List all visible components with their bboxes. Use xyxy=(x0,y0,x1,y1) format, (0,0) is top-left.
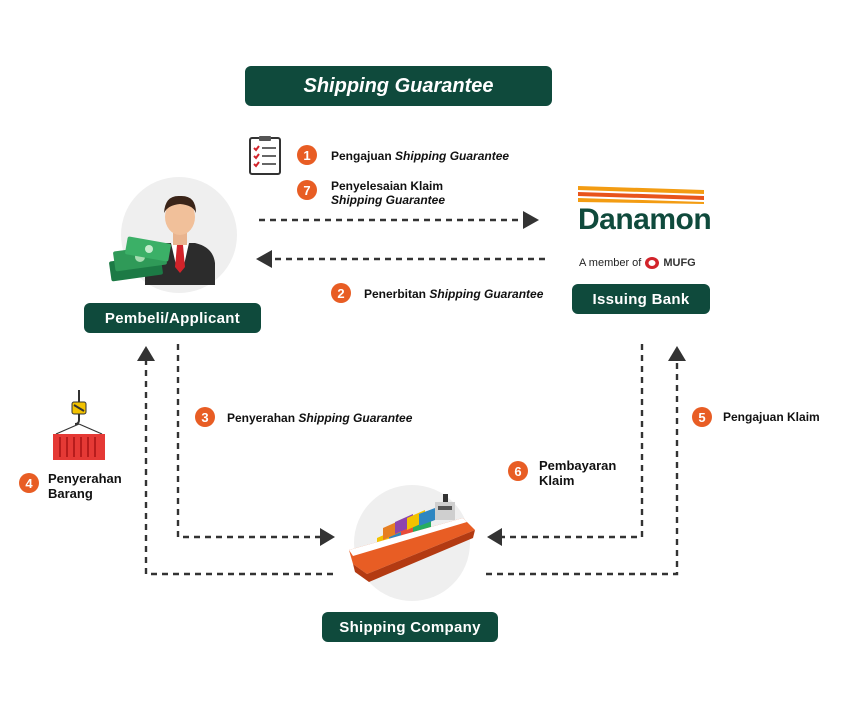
step-badge-4: 4 xyxy=(19,473,39,493)
member-prefix: A member of xyxy=(579,257,642,269)
step-badge-2: 2 xyxy=(331,283,351,303)
step-3-italic: Shipping Guarantee xyxy=(298,411,413,425)
step-2-italic: Shipping Guarantee xyxy=(429,287,544,301)
arrow-shipping-to-applicant xyxy=(144,361,333,576)
step-label-6: Pembayaran Klaim xyxy=(539,458,616,488)
arrowhead-5 xyxy=(668,346,686,361)
applicant-label: Pembeli/Applicant xyxy=(84,303,261,333)
step-3-text: Penyerahan xyxy=(227,411,296,425)
step-label-2: Penerbitan Shipping Guarantee xyxy=(364,287,543,301)
step-label-3: Penyerahan Shipping Guarantee xyxy=(227,411,412,425)
step-6-line1: Pembayaran xyxy=(539,458,617,473)
arrowhead-1 xyxy=(523,211,539,229)
step-1-text: Pengajuan xyxy=(331,149,392,163)
mufg-icon xyxy=(645,257,660,269)
step-badge-6: 6 xyxy=(508,461,528,481)
step-7-text: Penyelesaian Klaim xyxy=(331,179,444,193)
arrowhead-3 xyxy=(320,528,335,546)
step-7-italic: Shipping Guarantee xyxy=(331,193,446,207)
arrow-bank-to-shipping xyxy=(502,344,644,539)
danamon-stripes-icon xyxy=(578,186,704,204)
step-label-1: Pengajuan Shipping Guarantee xyxy=(331,149,509,163)
checklist-icon xyxy=(249,136,281,175)
arrow-shipping-to-bank xyxy=(486,361,679,576)
step-label-4: Penyerahan Barang xyxy=(48,471,122,501)
shipping-label: Shipping Company xyxy=(322,612,498,642)
container-crane-icon xyxy=(53,390,105,460)
step-label-5: Pengajuan Klaim xyxy=(723,410,820,424)
arrowhead-2 xyxy=(256,250,272,268)
step-2-text: Penerbitan xyxy=(364,287,427,301)
step-1-italic: Shipping Guarantee xyxy=(395,149,510,163)
step-badge-5: 5 xyxy=(692,407,712,427)
step-badge-3: 3 xyxy=(195,407,215,427)
cash-icon xyxy=(109,236,171,282)
cargo-ship-icon xyxy=(349,494,475,582)
danamon-logo-text: Danamon xyxy=(578,203,712,236)
step-4-line1: Penyerahan xyxy=(48,471,122,486)
arrowhead-4 xyxy=(137,346,155,361)
arrowhead-6 xyxy=(487,528,502,546)
step-4-line2: Barang xyxy=(48,486,93,501)
arrow-applicant-to-shipping xyxy=(176,344,320,539)
step-badge-1: 1 xyxy=(297,145,317,165)
bank-label: Issuing Bank xyxy=(572,284,710,314)
member-brand: MUFG xyxy=(663,257,696,269)
step-badge-7: 7 xyxy=(297,180,317,200)
step-label-7: Penyelesaian Klaim Shipping Guarantee xyxy=(331,179,445,207)
diagram-title: Shipping Guarantee xyxy=(245,66,552,106)
step-6-line2: Klaim xyxy=(539,473,575,488)
mufg-member-line: A member of MUFG xyxy=(579,256,696,270)
